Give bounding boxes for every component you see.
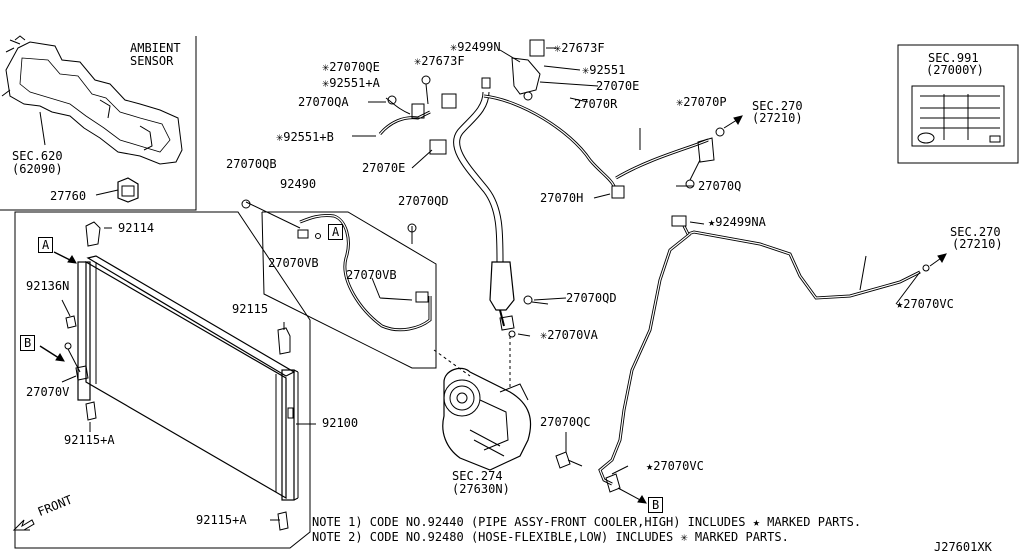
part-27070H[interactable]: 27070H bbox=[540, 191, 584, 205]
sec274-code: (27630N) bbox=[452, 482, 510, 496]
part-92551[interactable]: ✳92551 bbox=[582, 63, 626, 77]
part-27070QD-1[interactable]: 27070QD bbox=[398, 194, 449, 208]
sec270-2-code: (27210) bbox=[952, 237, 1003, 251]
sec270-1-code: (27210) bbox=[752, 111, 803, 125]
part-27070QA[interactable]: 27070QA bbox=[298, 95, 349, 109]
part-27070R[interactable]: 27070R bbox=[574, 97, 618, 111]
sec991-label: SEC.991 bbox=[928, 51, 979, 65]
main-pipes bbox=[378, 39, 743, 338]
ambient-sensor-title-2: SENSOR bbox=[130, 54, 174, 68]
sec991-code: (27000Y) bbox=[926, 63, 984, 77]
part-27070QD-2[interactable]: 27070QD bbox=[566, 291, 617, 305]
sec620-label: SEC.620 bbox=[12, 149, 63, 163]
diagram-id: J27601XK bbox=[934, 540, 992, 554]
ambient-sensor-title-1: AMBIENT bbox=[130, 41, 181, 55]
part-27070VB-2[interactable]: 27070VB bbox=[346, 268, 397, 282]
part-27070P[interactable]: ✳27070P bbox=[676, 95, 727, 109]
part-27760[interactable]: 27760 bbox=[50, 189, 87, 203]
part-27070VB-1[interactable]: 27070VB bbox=[268, 256, 319, 270]
part-92490[interactable]: 92490 bbox=[280, 177, 317, 191]
sec270-2-label: SEC.270 bbox=[950, 225, 1001, 239]
condenser-group bbox=[12, 211, 316, 549]
part-27070Q[interactable]: 27070Q bbox=[698, 179, 742, 193]
ref-a-condenser: A bbox=[38, 237, 54, 253]
note-2: NOTE 2) CODE NO.92480 (HOSE-FLEXIBLE,LOW… bbox=[312, 530, 789, 544]
part-27070VA[interactable]: ✳27070VA bbox=[540, 328, 598, 342]
part-27673F-2[interactable]: ✳27673F bbox=[554, 41, 605, 55]
part-92499NA[interactable]: ★92499NA bbox=[708, 215, 766, 229]
part-92115-a[interactable]: 92115+A bbox=[64, 433, 115, 447]
part-27070V[interactable]: 27070V bbox=[26, 385, 70, 399]
part-92100[interactable]: 92100 bbox=[322, 416, 359, 430]
compressor bbox=[433, 336, 532, 471]
part-27070VC-1[interactable]: ★27070VC bbox=[896, 297, 954, 311]
part-92114[interactable]: 92114 bbox=[118, 221, 155, 235]
note-1: NOTE 1) CODE NO.92440 (PIPE ASSY-FRONT C… bbox=[312, 515, 862, 529]
part-92115[interactable]: 92115 bbox=[232, 302, 269, 316]
leader-lines bbox=[352, 47, 921, 475]
part-27070QC[interactable]: 27070QC bbox=[540, 415, 591, 429]
part-92115-a-bottom[interactable]: 92115+A bbox=[196, 513, 247, 527]
low-hose-group bbox=[241, 199, 437, 369]
part-92136N[interactable]: 92136N bbox=[26, 279, 70, 293]
part-27070QB[interactable]: 27070QB bbox=[226, 157, 277, 171]
part-92551-b[interactable]: ✳92551+B bbox=[276, 130, 334, 144]
ref-a-hose: A bbox=[328, 224, 344, 240]
part-92551-a[interactable]: ✳92551+A bbox=[322, 76, 380, 90]
part-27673F-1[interactable]: ✳27673F bbox=[414, 54, 465, 68]
sec274-label: SEC.274 bbox=[452, 469, 503, 483]
ambient-sensor-inset bbox=[0, 35, 197, 211]
label-inset bbox=[897, 44, 1019, 164]
part-27070VC-2[interactable]: ★27070VC bbox=[646, 459, 704, 473]
ref-b-condenser: B bbox=[20, 335, 36, 351]
ref-b-pipe: B bbox=[648, 497, 664, 513]
part-92499N[interactable]: ✳92499N bbox=[450, 40, 501, 54]
sec270-1-label: SEC.270 bbox=[752, 99, 803, 113]
front-cooler-pipe bbox=[523, 215, 947, 504]
part-27070E-2[interactable]: 27070E bbox=[596, 79, 640, 93]
part-27070QE[interactable]: ✳27070QE bbox=[322, 60, 380, 74]
sec620-code: (62090) bbox=[12, 162, 63, 176]
part-27070E-1[interactable]: 27070E bbox=[362, 161, 406, 175]
